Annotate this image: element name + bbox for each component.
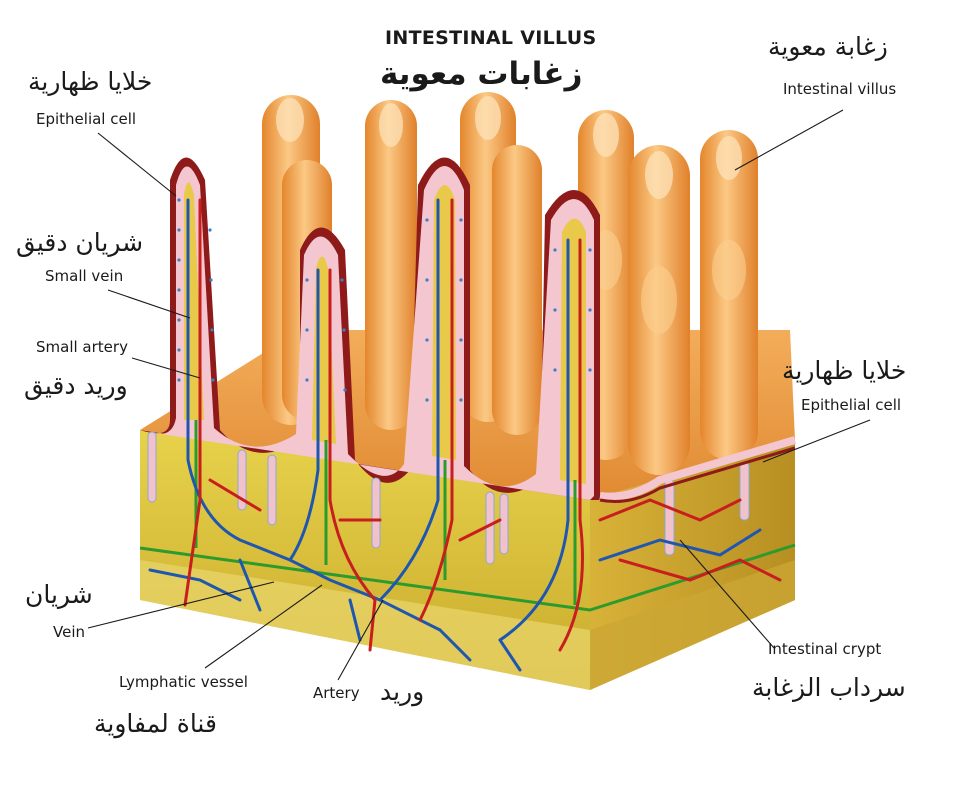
label-intestinal-villus-arabic: زغابة معوية <box>768 32 888 61</box>
label-small-artery: Small artery <box>36 338 128 356</box>
artery-network <box>183 198 782 652</box>
label-small-vein-arabic: شريان دقيق <box>16 228 144 257</box>
label-artery: Artery <box>313 684 360 702</box>
label-epithelial-cell-right-arabic: خلايا ظهارية <box>782 356 907 385</box>
label-intestinal-crypt-arabic: سرداب الزغابة <box>752 673 906 702</box>
label-lymphatic-vessel-arabic: قناة لمفاوية <box>94 709 217 738</box>
label-intestinal-villus: Intestinal villus <box>783 80 897 98</box>
label-lymphatic-vessel: Lymphatic vessel <box>119 673 248 691</box>
vein-network <box>148 198 762 672</box>
leader-lines <box>87 109 871 681</box>
label-vein-arabic: شريان <box>25 580 93 609</box>
label-epithelial-cell-left-arabic: خلايا ظهارية <box>28 67 153 96</box>
intestinal-crypts <box>147 431 750 565</box>
label-vein: Vein <box>53 623 85 641</box>
label-epithelial-cell-left: Epithelial cell <box>36 110 137 128</box>
label-epithelial-cell-right: Epithelial cell <box>801 396 902 414</box>
label-small-artery-arabic: وريد دقيق <box>24 371 128 400</box>
label-small-vein: Small vein <box>45 267 124 285</box>
label-artery-arabic: وريد <box>380 677 425 706</box>
background-villi <box>262 92 758 475</box>
diagram-title-arabic: زغابات معوية <box>380 56 583 92</box>
label-intestinal-crypt: Intestinal crypt <box>768 640 882 658</box>
diagram-title: INTESTINAL VILLUS <box>385 27 597 49</box>
